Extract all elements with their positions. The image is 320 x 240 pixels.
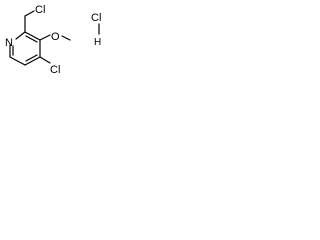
- chemical-structure-diagram: Cl N O Cl Cl H: [5, 4, 101, 76]
- atom-label-nitrogen: N: [5, 37, 13, 49]
- bond-n-c2: [15, 31, 26, 40]
- bond-c2-c3: [24, 31, 41, 41]
- bond-c5-c6: [9, 56, 26, 66]
- atom-label-chlorine-methyl: Cl: [35, 4, 45, 16]
- double-bond-c2-c3-inner: [25, 35, 38, 43]
- bond-ch2-cl: [24, 10, 35, 17]
- bond-c3-o: [39, 34, 51, 41]
- bond-o-ch3: [61, 35, 71, 41]
- bond-c4-c5: [24, 56, 41, 66]
- bond-c4-cl: [39, 56, 51, 64]
- atom-label-chlorine-ring: Cl: [50, 64, 60, 76]
- atom-label-salt-chlorine: Cl: [91, 12, 101, 24]
- atom-label-oxygen: O: [51, 31, 60, 43]
- double-bond-c4-c5-inner: [25, 54, 38, 62]
- atom-label-salt-hydrogen: H: [94, 37, 101, 48]
